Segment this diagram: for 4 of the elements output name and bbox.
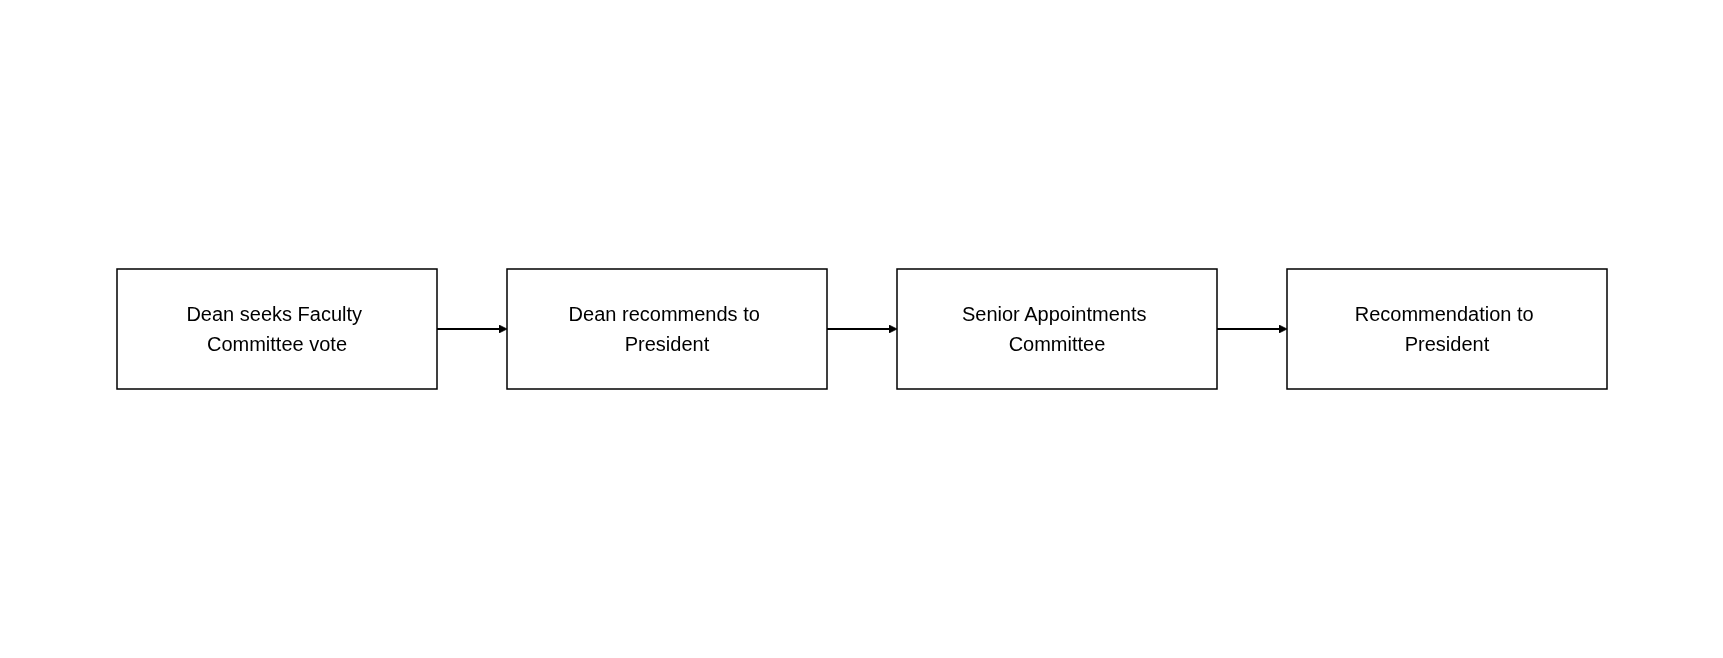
node-box: Dean recommends to President (505, 268, 828, 390)
node-box: Dean seeks Faculty Committee vote (115, 268, 438, 390)
node-box: Senior Appointments Committee (895, 268, 1218, 390)
node-box: Recommendation to President (1285, 268, 1608, 390)
